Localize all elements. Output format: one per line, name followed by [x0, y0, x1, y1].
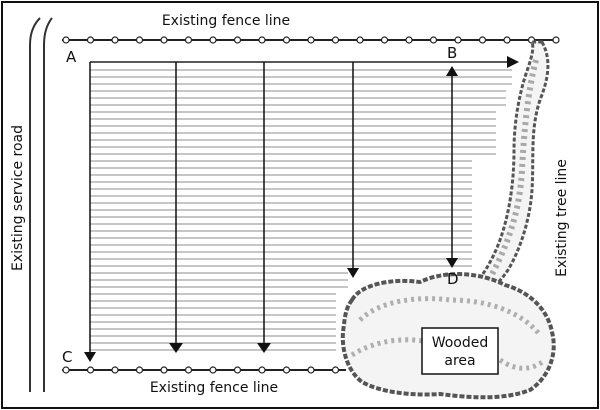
tree-line-label: Existing tree line — [554, 159, 570, 277]
fence-post — [160, 366, 168, 374]
fence-post — [307, 366, 315, 374]
fence-post — [184, 36, 193, 44]
wooded-area-label-line2: area — [444, 353, 475, 369]
fence-post — [307, 36, 315, 44]
service-road-label: Existing service road — [10, 125, 26, 271]
arrow-b — [446, 66, 458, 76]
fence-post — [111, 36, 119, 44]
service-road-right-edge — [43, 17, 53, 392]
fence-post — [356, 36, 364, 44]
fence-post — [405, 36, 413, 44]
fence-post — [111, 366, 119, 374]
wooded-area-label-box — [421, 327, 499, 375]
service-road-left-edge — [29, 17, 41, 392]
top-fence-line — [62, 36, 560, 44]
arrow-d — [446, 258, 458, 268]
fence-post — [184, 366, 193, 374]
fence-post — [135, 366, 144, 374]
point-c-label: C — [62, 348, 72, 366]
wooded-area-label-line1: Wooded — [432, 335, 489, 351]
fence-post — [209, 366, 217, 374]
arrow-c — [84, 352, 96, 362]
fence-post — [86, 36, 95, 44]
point-d-label: D — [447, 270, 459, 288]
fence-post — [258, 36, 266, 44]
point-b-label: B — [447, 44, 457, 62]
fence-post — [62, 366, 70, 374]
top-fence-label: Existing fence line — [162, 13, 290, 29]
fence-post — [503, 36, 511, 44]
arrow-vertical-3 — [257, 343, 271, 353]
fence-post — [282, 366, 291, 374]
arrow-vertical-4 — [347, 268, 359, 278]
fence-post — [209, 36, 217, 44]
fence-post — [282, 36, 291, 44]
point-a-label: A — [66, 48, 77, 66]
fence-post — [454, 36, 462, 44]
fence-post — [552, 36, 560, 44]
arrow-vertical-2 — [169, 343, 183, 353]
fence-post — [331, 36, 340, 44]
fence-post — [62, 36, 70, 44]
fence-post — [86, 366, 95, 374]
fence-post — [429, 36, 438, 44]
fence-post — [233, 36, 242, 44]
tree-line-texture — [487, 59, 539, 280]
fence-post — [380, 36, 389, 44]
top-row-arrowhead — [507, 56, 519, 68]
fence-post — [233, 366, 242, 374]
fence-post — [160, 36, 168, 44]
bottom-fence-line — [62, 366, 346, 374]
bottom-fence-label: Existing fence line — [150, 380, 278, 396]
wooded-area-texture — [350, 296, 547, 371]
fence-post — [331, 366, 340, 374]
fence-post — [135, 36, 144, 44]
fence-post — [258, 366, 266, 374]
planting-rows — [90, 69, 512, 351]
fence-post — [478, 36, 487, 44]
